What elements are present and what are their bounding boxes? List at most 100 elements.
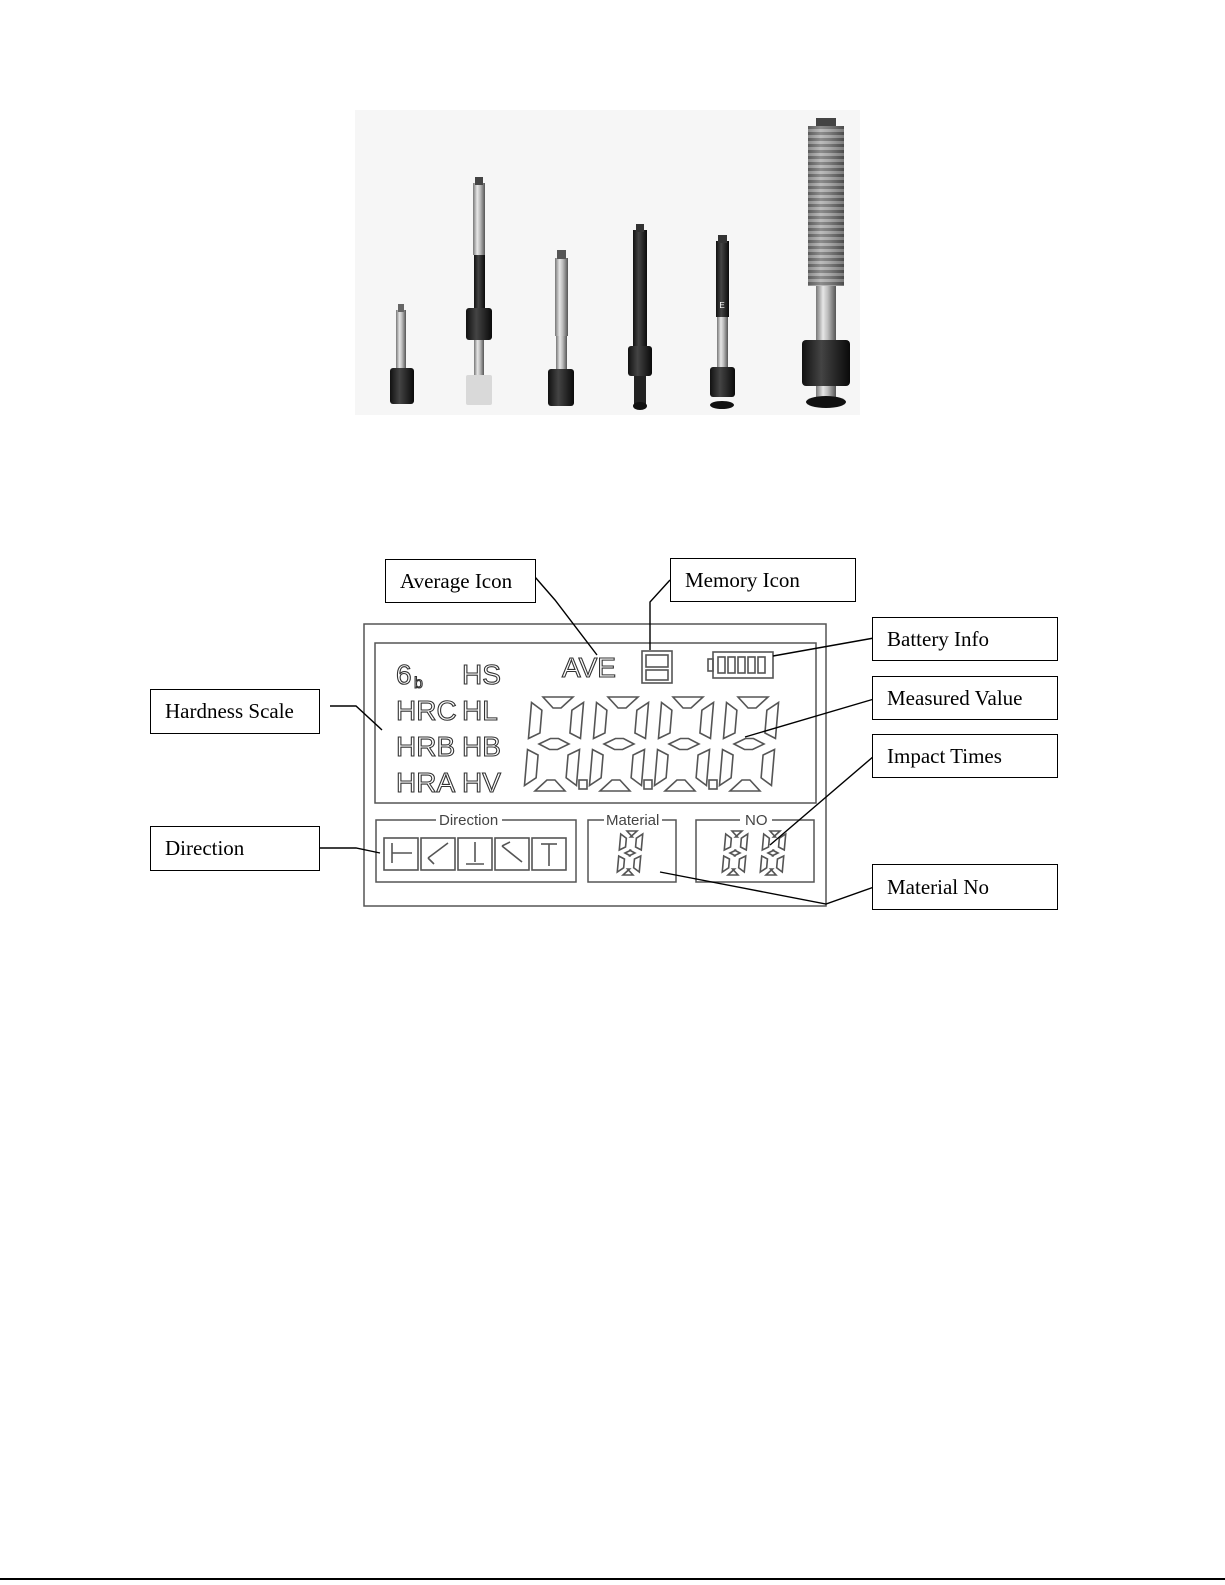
digit-segment — [617, 856, 624, 872]
digit-segment — [760, 856, 767, 872]
material-digit — [617, 831, 642, 875]
leader-measured — [745, 699, 874, 737]
scale-hl: HL — [462, 695, 498, 726]
leader-memory — [650, 580, 670, 650]
digit-segment — [634, 856, 641, 872]
ave-indicator: AVE — [562, 652, 616, 683]
scale-sigma-b: 6 — [396, 659, 412, 690]
direction-up-icon — [532, 838, 566, 870]
direction-horizontal-icon — [384, 838, 418, 870]
hardness-scale-labels: 6 b HS HRC HL HRB HB HRA HV — [396, 659, 501, 798]
decimal-point — [709, 780, 717, 789]
digit-segment — [723, 703, 736, 739]
digit-segment — [623, 869, 633, 875]
scale-hs: HS — [462, 659, 501, 690]
digit-segment — [604, 739, 634, 750]
digit-segment — [696, 750, 709, 786]
callout-average-icon-label: Average Icon — [400, 571, 512, 592]
digit-segment — [539, 739, 569, 750]
digit-segment — [619, 834, 626, 850]
direction-box: Direction — [376, 812, 576, 882]
digit-segment — [724, 834, 731, 850]
digit-segment — [728, 869, 738, 875]
digit-segment — [669, 739, 699, 750]
digit-segment — [535, 780, 565, 791]
leader-battery — [773, 638, 874, 656]
measured-digit-2 — [589, 697, 648, 791]
digit-segment — [730, 780, 760, 791]
direction-down-45-icon — [421, 838, 455, 870]
digit-segment — [665, 780, 695, 791]
callout-battery-info-label: Battery Info — [887, 629, 989, 650]
leader-hardness — [330, 706, 382, 730]
scale-hrc: HRC — [396, 695, 457, 726]
digit-segment — [765, 703, 779, 739]
memory-icon — [642, 651, 672, 683]
measured-value-digits — [524, 697, 778, 791]
battery-icon — [708, 652, 773, 678]
scale-hrb: HRB — [396, 731, 455, 762]
digit-segment — [636, 834, 643, 850]
callout-battery-info: Battery Info — [872, 617, 1058, 661]
callout-material-no-label: Material No — [887, 877, 989, 898]
digit-segment — [631, 750, 644, 786]
measured-digit-1 — [524, 697, 583, 791]
digit-segment — [627, 831, 637, 837]
callout-material-no: Material No — [872, 864, 1058, 910]
callout-average-icon: Average Icon — [385, 559, 536, 603]
digit-segment — [722, 856, 729, 872]
callout-hardness-scale-label: Hardness Scale — [165, 701, 294, 722]
digit-segment — [770, 831, 780, 837]
callout-memory-icon: Memory Icon — [670, 558, 856, 602]
leader-material — [660, 872, 874, 904]
digit-segment — [673, 697, 703, 708]
digit-segment — [761, 750, 774, 786]
direction-down-icon — [458, 838, 492, 870]
digit-segment — [738, 697, 768, 708]
digit-segment — [608, 697, 638, 708]
digit-segment — [734, 739, 764, 750]
callout-measured-value-label: Measured Value — [887, 688, 1023, 709]
digit-segment — [566, 750, 579, 786]
digit-segment — [730, 850, 740, 856]
callout-impact-times-label: Impact Times — [887, 746, 1002, 767]
digit-segment — [658, 703, 671, 739]
callout-hardness-scale: Hardness Scale — [150, 689, 320, 734]
page-bottom-rule — [0, 1578, 1225, 1580]
digit-segment — [593, 703, 606, 739]
decimal-point — [579, 780, 587, 789]
digit-segment — [732, 831, 742, 837]
digit-segment — [719, 750, 733, 786]
digit-segment — [700, 703, 714, 739]
digit-segment — [762, 834, 769, 850]
impact-digit-2 — [760, 831, 785, 875]
digit-segment — [543, 697, 573, 708]
digit-segment — [528, 703, 541, 739]
digit-segment — [524, 750, 538, 786]
measured-digit-4 — [719, 697, 778, 791]
callout-memory-icon-label: Memory Icon — [685, 570, 800, 591]
scale-hra: HRA — [396, 767, 455, 798]
scale-hv: HV — [462, 767, 501, 798]
material-no-digit — [617, 831, 642, 875]
direction-label: Direction — [439, 812, 498, 829]
callout-impact-times: Impact Times — [872, 734, 1058, 778]
decimal-point — [644, 780, 652, 789]
svg-text:b: b — [414, 675, 423, 692]
digit-segment — [768, 850, 778, 856]
digit-segment — [570, 703, 584, 739]
scale-hb: HB — [462, 731, 501, 762]
material-label: Material — [606, 812, 659, 829]
digit-segment — [625, 850, 635, 856]
callout-measured-value: Measured Value — [872, 676, 1058, 720]
callout-direction-label: Direction — [165, 838, 244, 859]
no-label: NO — [745, 812, 768, 829]
digit-segment — [635, 703, 649, 739]
callout-direction: Direction — [150, 826, 320, 871]
leader-impact — [770, 756, 874, 845]
leader-direction — [320, 848, 380, 853]
digit-segment — [741, 834, 748, 850]
material-box: Material — [588, 812, 676, 882]
impact-digit-1 — [722, 831, 747, 875]
